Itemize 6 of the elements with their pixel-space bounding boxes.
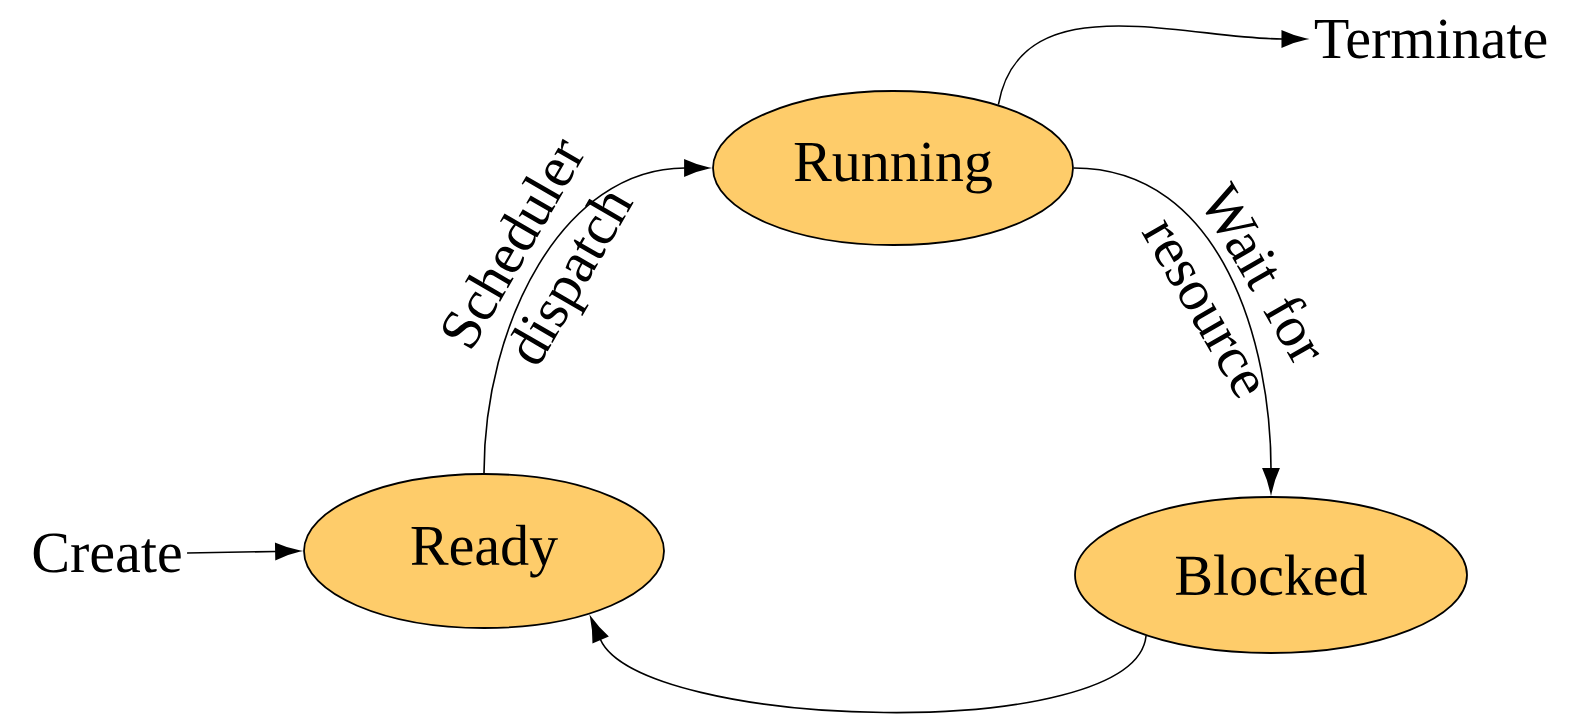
arrow xyxy=(483,159,710,474)
state-label: Create xyxy=(33,533,181,573)
arrow xyxy=(1073,167,1280,494)
arrow xyxy=(186,542,301,560)
state-label: Terminate xyxy=(1314,19,1547,59)
arrow xyxy=(997,25,1307,106)
